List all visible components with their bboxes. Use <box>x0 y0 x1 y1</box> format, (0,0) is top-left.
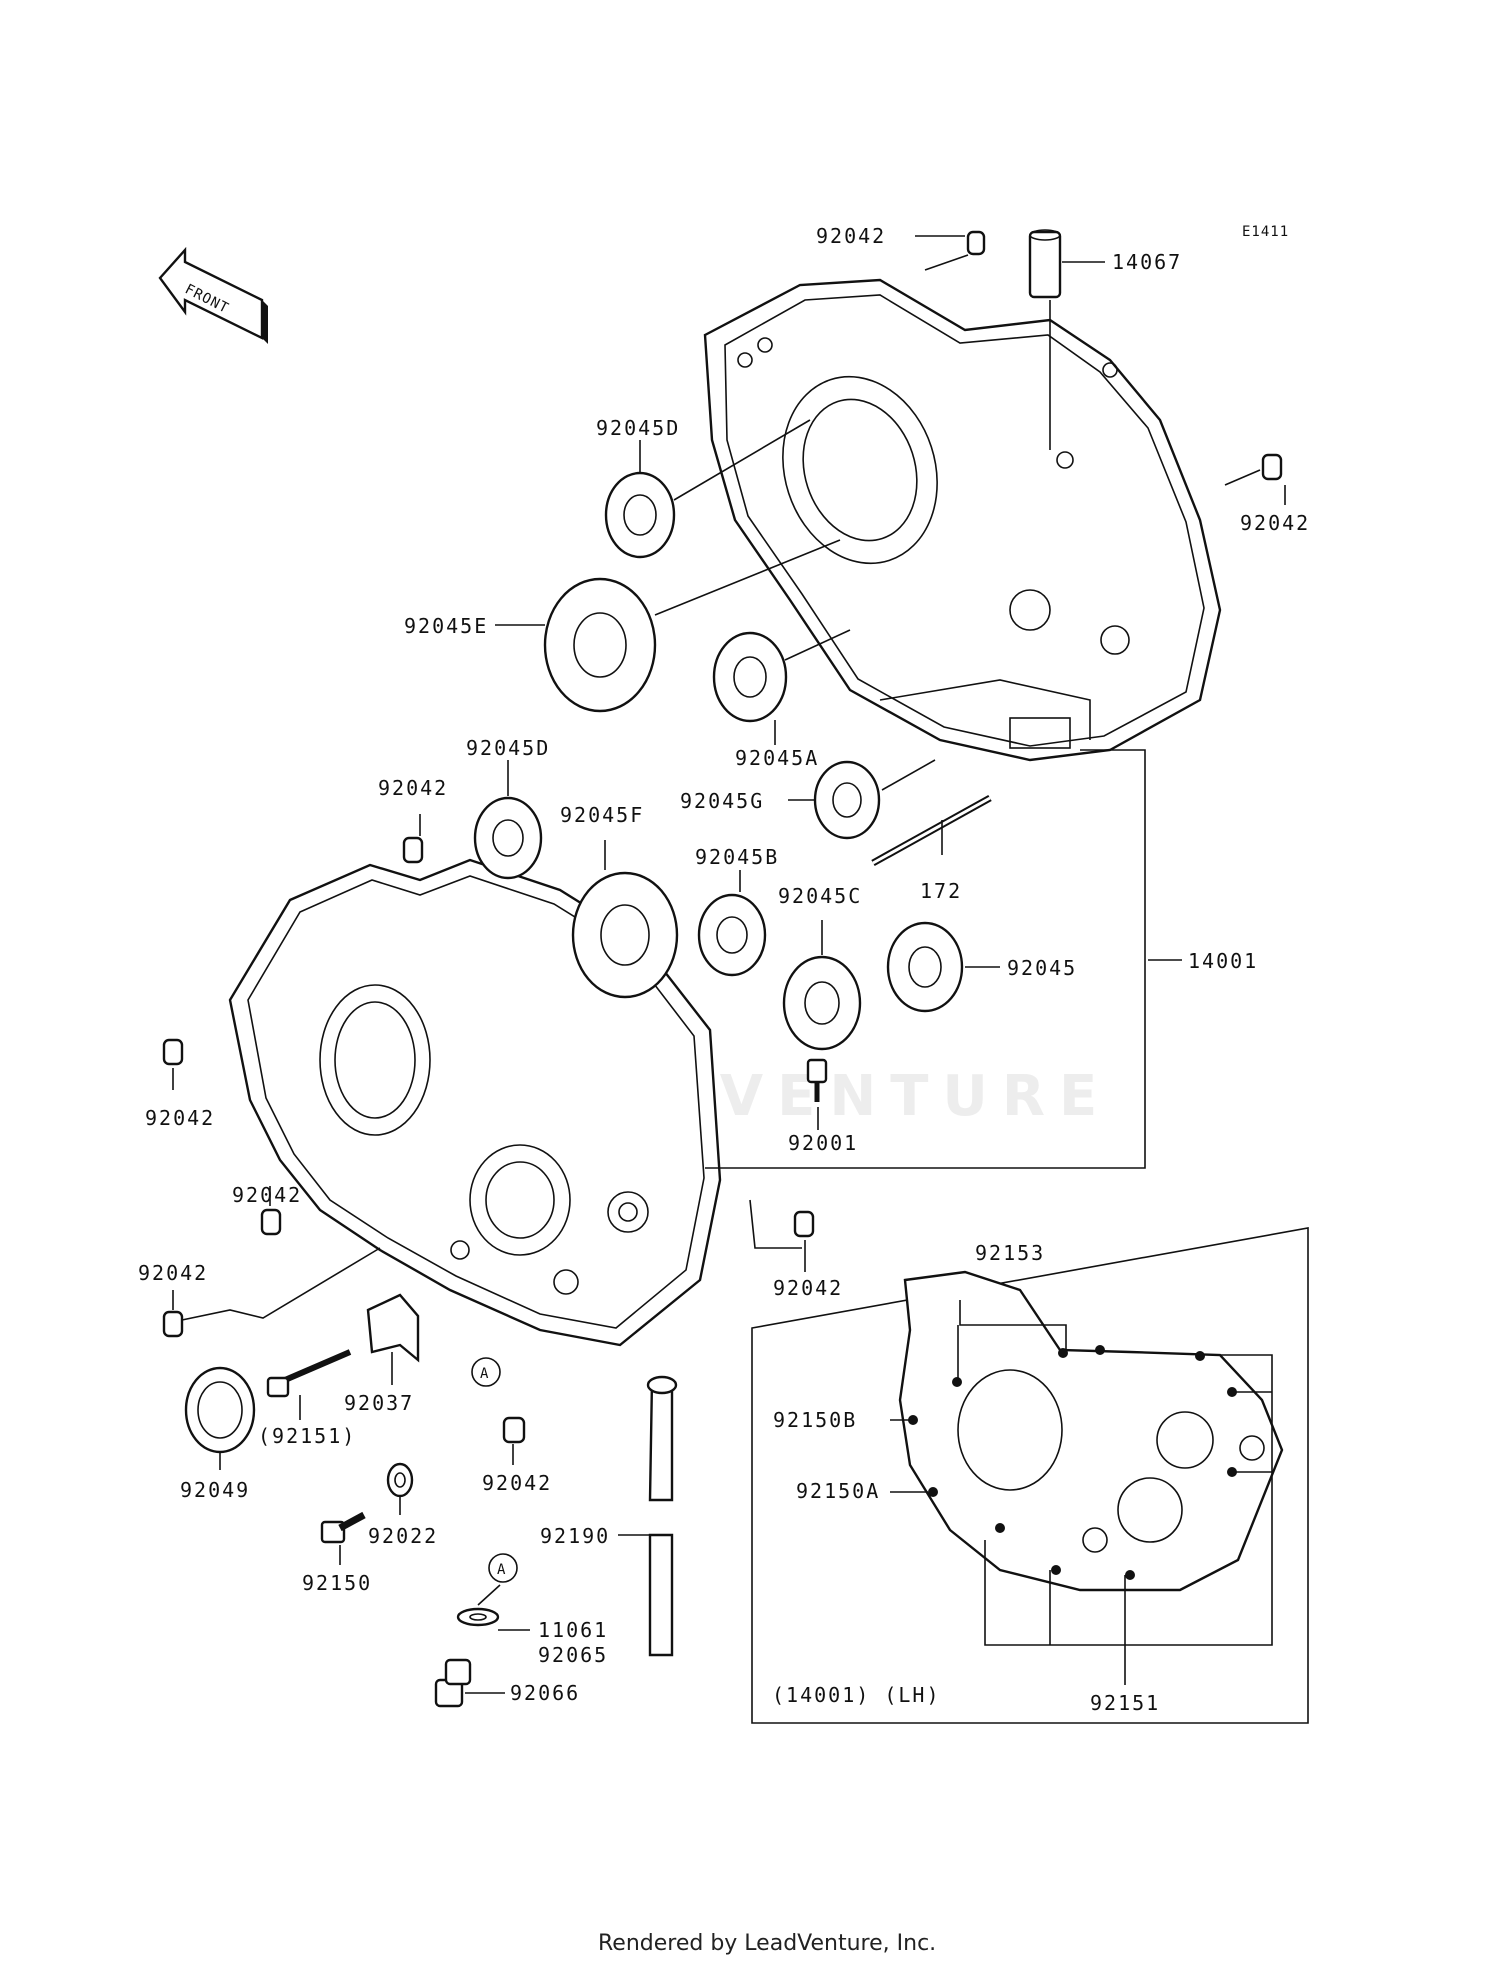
label-172: 172 <box>920 879 962 903</box>
bearing-92045B <box>697 893 767 977</box>
label-92045B: 92045B <box>695 845 779 869</box>
inset-box <box>751 1227 1309 1724</box>
label-92045: 92045 <box>1007 956 1077 980</box>
label-92001: 92001 <box>788 1131 858 1155</box>
bracket-92037 <box>366 1293 420 1363</box>
label-14067: 14067 <box>1112 250 1182 274</box>
bolt-92001 <box>806 1058 828 1102</box>
label-92042-right: 92042 <box>1240 511 1310 535</box>
label-92045E: 92045E <box>404 614 488 638</box>
bearing-92045D-top <box>604 471 676 559</box>
stud-172 <box>871 794 992 867</box>
bearing-92045 <box>886 921 964 1013</box>
label-92045C: 92045C <box>778 884 862 908</box>
label-92045G: 92045G <box>680 789 764 813</box>
bearing-92045A <box>712 631 788 723</box>
drain-plug-92066 <box>434 1658 472 1708</box>
washer-92022 <box>386 1462 414 1498</box>
label-92190: 92190 <box>540 1524 610 1548</box>
label-92049: 92049 <box>180 1478 250 1502</box>
stud-92150 <box>320 1511 366 1544</box>
label-92045D-top: 92045D <box>596 416 680 440</box>
label-92150A: 92150A <box>796 1479 880 1503</box>
label-92151: 92151 <box>1090 1691 1160 1715</box>
diagram-code: E1411 <box>1242 224 1289 240</box>
label-92042-top: 92042 <box>816 224 886 248</box>
bearing-92045G <box>813 760 881 840</box>
bolt-92151 <box>266 1349 352 1398</box>
inset-bolt-dots <box>908 1345 1237 1580</box>
inset-caption: (14001) (LH) <box>772 1683 941 1707</box>
reference-marker-A-2: A <box>488 1553 518 1583</box>
front-arrow-icon: FRONT <box>158 246 268 344</box>
label-92042-mid: 92042 <box>378 776 448 800</box>
label-92045D-lower: 92045D <box>466 736 550 760</box>
leader-lines <box>172 235 1286 1694</box>
label-92153: 92153 <box>975 1241 1045 1265</box>
label-92065: 92065 <box>538 1643 608 1667</box>
label-14001: 14001 <box>1188 949 1258 973</box>
gasket-11061 <box>456 1607 500 1627</box>
label-92042-left3: 92042 <box>138 1261 208 1285</box>
bearing-92045D-lower <box>473 796 543 880</box>
hose-92190 <box>646 1375 678 1657</box>
sleeve-14067 <box>1028 229 1062 299</box>
label-92037: 92037 <box>344 1391 414 1415</box>
label-92042-bottom: 92042 <box>482 1471 552 1495</box>
label-92042-left2: 92042 <box>232 1183 302 1207</box>
part-labels: 92042 14067 92042 92045D 92045E 92045A 9… <box>138 224 1310 1715</box>
svg-text:A: A <box>480 1366 489 1382</box>
label-92045F: 92045F <box>560 803 644 827</box>
label-92066: 92066 <box>510 1681 580 1705</box>
reference-marker-A-1: A <box>471 1357 501 1387</box>
bearing-92045F <box>571 871 679 999</box>
label-92042-lower-right: 92042 <box>773 1276 843 1300</box>
dowel-pin-icons <box>162 230 1283 1444</box>
label-92151-paren: (92151) <box>258 1424 356 1448</box>
label-92150B: 92150B <box>773 1408 857 1432</box>
label-92150: 92150 <box>302 1571 372 1595</box>
svg-text:A: A <box>497 1562 506 1578</box>
crankcase-right-half <box>703 278 1222 762</box>
label-92022: 92022 <box>368 1524 438 1548</box>
label-92042-left: 92042 <box>145 1106 215 1130</box>
bearing-92045C <box>782 955 862 1051</box>
bearing-92045E <box>543 577 657 713</box>
footer-credit: Rendered by LeadVenture, Inc. <box>598 1931 936 1956</box>
label-11061: 11061 <box>538 1618 608 1642</box>
label-92045A: 92045A <box>735 746 819 770</box>
oil-seal-92049 <box>184 1366 256 1454</box>
